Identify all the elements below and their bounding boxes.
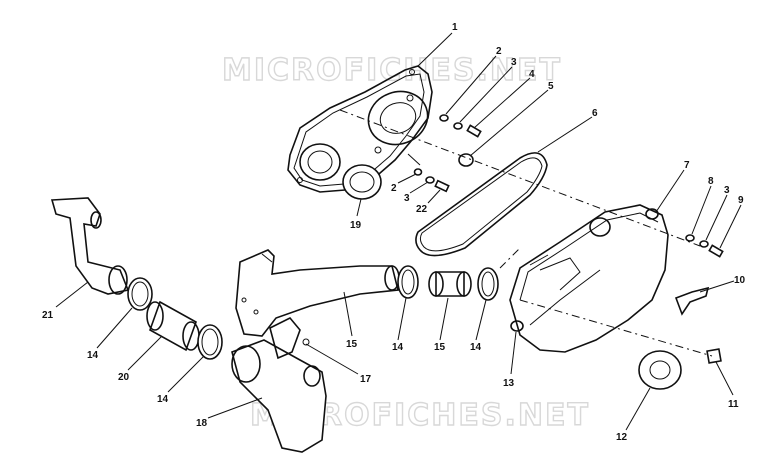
callout-3: 3 xyxy=(511,57,517,68)
sleeve-15 xyxy=(428,271,472,297)
clamp-14b xyxy=(197,324,223,360)
callout-14c: 14 xyxy=(392,342,404,353)
clamp-14a xyxy=(127,277,153,311)
outer-cover xyxy=(509,204,669,353)
callout-15a: 15 xyxy=(346,339,358,350)
hardware-upper xyxy=(407,114,482,193)
leader-lines xyxy=(55,32,742,431)
seal-19 xyxy=(342,164,382,200)
callout-13: 13 xyxy=(503,378,515,389)
duct-15 xyxy=(235,249,400,360)
plate-11 xyxy=(706,348,722,364)
callout-1: 1 xyxy=(452,22,458,33)
callout-11: 11 xyxy=(728,399,739,410)
hardware-right xyxy=(685,234,724,258)
callout-2b: 2 xyxy=(391,183,397,194)
callout-14a: 14 xyxy=(87,350,99,361)
callout-14b: 14 xyxy=(157,394,169,405)
callout-22: 22 xyxy=(416,204,428,215)
drive-belt xyxy=(415,152,548,257)
callout-7: 7 xyxy=(684,160,690,171)
callout-8: 8 xyxy=(708,176,714,187)
callout-10: 10 xyxy=(734,275,746,286)
callout-3c: 3 xyxy=(724,185,730,196)
callout-18: 18 xyxy=(196,418,208,429)
intake-duct-21 xyxy=(50,197,130,295)
callout-15b: 15 xyxy=(434,342,446,353)
callout-2: 2 xyxy=(496,46,502,57)
callout-5: 5 xyxy=(548,81,554,92)
callout-19: 19 xyxy=(350,220,362,231)
vent-clip-10 xyxy=(674,286,710,316)
callout-21: 21 xyxy=(42,310,54,321)
callout-12: 12 xyxy=(616,432,628,443)
sleeve-20 xyxy=(146,300,200,352)
callout-17: 17 xyxy=(360,374,372,385)
callout-14d: 14 xyxy=(470,342,482,353)
callout-6: 6 xyxy=(592,108,598,119)
callout-20: 20 xyxy=(118,372,130,383)
callout-4: 4 xyxy=(529,69,535,80)
watermark-top: MICROFICHES.NET xyxy=(222,53,562,88)
clamp-14c xyxy=(397,265,419,299)
callout-3b: 3 xyxy=(404,193,410,204)
inner-cover xyxy=(287,65,433,193)
callout-9: 9 xyxy=(738,195,744,206)
clamp-14d xyxy=(477,267,499,301)
washer-12 xyxy=(638,350,682,390)
